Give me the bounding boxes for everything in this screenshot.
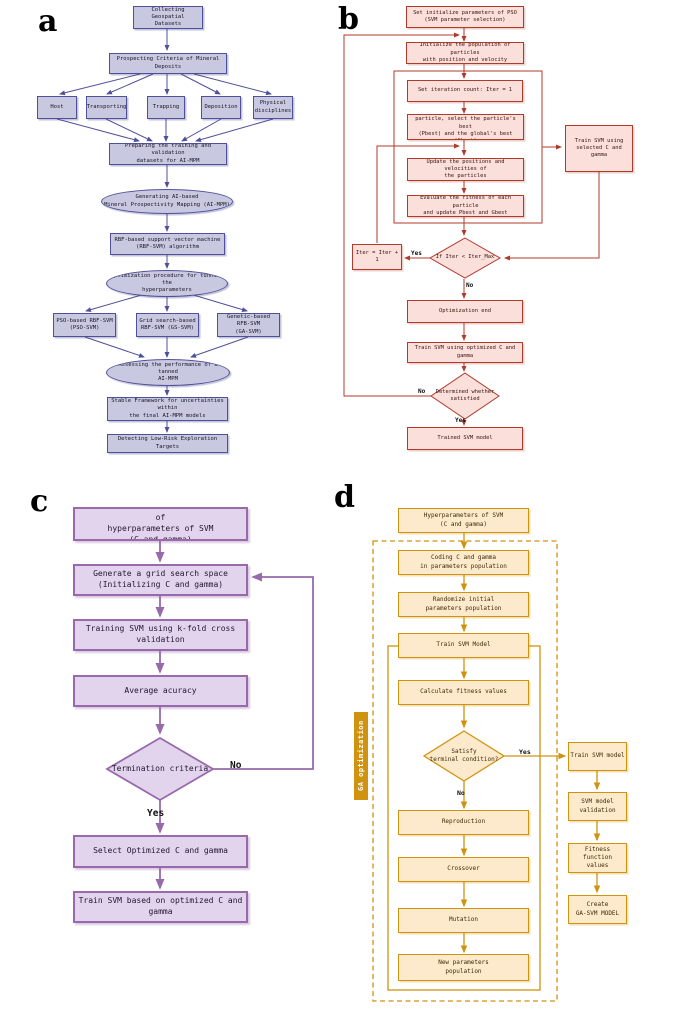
node-iter-increment: Iter = Iter + 1 xyxy=(352,244,402,270)
edge-label-no: No xyxy=(457,789,465,797)
node-randomize-initial: Randomize initial parameters population xyxy=(398,592,529,617)
node-physical-disciplines: Physical disciplines xyxy=(253,96,293,119)
node-mutation: Mutation xyxy=(398,908,529,933)
edge-label-yes: Yes xyxy=(455,417,466,424)
node-train-svm-based: Train SVM based on optimized C and gamma xyxy=(73,891,248,923)
node-iteration-count: Set iteration count: Iter = 1 xyxy=(407,80,523,102)
node-ga-svm: Genetic-based RFB-SVM (GA-SVM) xyxy=(217,313,280,337)
panel-d-letter: d xyxy=(334,480,355,515)
node-assessing-performance: Assessing the performance of a tanned AI… xyxy=(106,359,230,386)
node-evaluate-fitness: Evaluate the fitness of each particle an… xyxy=(407,195,524,217)
node-trained-svm-model: Trained SVM model xyxy=(407,427,523,450)
panel-c-connectors xyxy=(105,540,314,890)
node-satisfy-diamond: Satisfy terminal condition? xyxy=(429,747,499,763)
panel-b-connectors xyxy=(343,28,600,426)
panel-a-connectors xyxy=(56,29,274,433)
node-coding-params: Coding C and gamma in parameters populat… xyxy=(398,550,529,575)
node-detecting-targets: Detecting Low-Risk Exploration Targets xyxy=(107,434,228,453)
node-generating-aimpm: Generating AI-based Mineral Prospectivit… xyxy=(101,189,233,214)
node-calculate-fitness: Calculate fitness values xyxy=(398,680,529,705)
node-update-positions: Update the positions and velocities of t… xyxy=(407,158,524,181)
node-stable-framework: Stable Framework for uncertainties withi… xyxy=(107,397,228,421)
node-training-kfold: Training SVM using k-fold cross validati… xyxy=(73,619,248,651)
node-transporting: Transporting xyxy=(86,96,127,119)
node-train-svm-model: Train SVM Model xyxy=(398,633,529,658)
node-iter-max-diamond: If Iter < Iter_Max xyxy=(435,254,495,261)
node-gs-svm: Grid search-based RBF-SVM (GS-SVM) xyxy=(136,313,199,337)
panel-c-letter: c xyxy=(30,484,49,519)
node-calc-initial-fitness: Calculate initial fitness of each partic… xyxy=(407,114,524,140)
edge-label-yes: Yes xyxy=(519,748,531,756)
panel-b-letter: b xyxy=(338,2,359,37)
edge-label-yes: Yes xyxy=(411,250,422,257)
node-set-pso-params: Set initialize parameters of PSO (SVM pa… xyxy=(406,6,524,28)
node-train-svm-model-right: Train SVM model xyxy=(568,742,627,771)
node-rbf-svm-algorithm: RBF-based support vector machine (RBF-SV… xyxy=(110,233,225,255)
node-trapping: Trapping xyxy=(147,96,185,119)
node-init-population: Initialize the population of particles w… xyxy=(406,42,524,64)
node-generate-grid: Generate a grid search space (Initializi… xyxy=(73,564,248,596)
node-average-accuracy: Average acuracy xyxy=(73,675,248,707)
node-optimization-end: Optimization end xyxy=(407,300,523,323)
node-host: Host xyxy=(37,96,77,119)
node-fitness-function-values: Fitness function values xyxy=(568,843,627,873)
edge-label-no: No xyxy=(466,282,474,289)
node-collecting-geospatial: Collecting Geospatial Datasets xyxy=(133,6,203,29)
node-define-min-max: Define minimum and maximum values of hyp… xyxy=(73,507,248,541)
node-train-svm-optimized: Train SVM using optimized C and gamma xyxy=(407,342,523,363)
node-new-parameters: New parameters population xyxy=(398,954,529,981)
panel-a-letter: a xyxy=(38,4,58,39)
node-svm-validation: SVM model validation xyxy=(568,792,627,821)
node-train-svm-selected: Train SVM using selected C and gamma xyxy=(565,125,633,172)
ga-optimization-tab: GA optimization xyxy=(354,712,368,800)
edge-label-no: No xyxy=(230,760,242,771)
node-optimization-procedure: Optimization procedure for tunning the h… xyxy=(106,270,228,297)
node-deposition: Deposition xyxy=(201,96,241,119)
node-hyperparameters: Hyperparameters of SVM (C and gamma) xyxy=(398,508,529,533)
node-termination-diamond: Termination criteria xyxy=(111,763,209,773)
edge-label-no: No xyxy=(418,388,426,395)
node-create-ga-svm: Create GA-SVM MODEL xyxy=(568,895,627,924)
node-select-optimized: Select Optimized C and gamma xyxy=(73,835,248,868)
node-crossover: Crossover xyxy=(398,857,529,882)
node-satisfied-diamond: Determined whether satisfied xyxy=(435,388,495,402)
node-reproduction: Reproduction xyxy=(398,810,529,835)
node-prospecting-criteria: Prospecting Criteria of Mineral Deposits xyxy=(109,53,227,74)
node-pso-svm: PSO-based RBF-SVM (PSO-SVM) xyxy=(53,313,116,337)
node-preparing-datasets: Preparing the training and validation da… xyxy=(109,143,227,165)
edge-label-yes: Yes xyxy=(147,808,165,819)
panel-d-connectors xyxy=(372,533,601,1002)
